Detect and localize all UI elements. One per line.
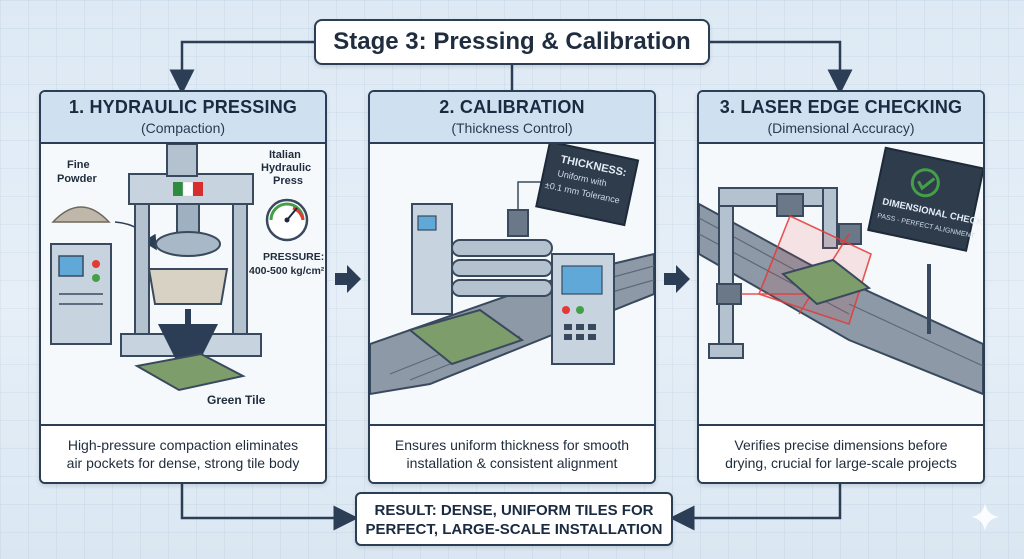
panel-subtitle: (Compaction) xyxy=(140,120,226,136)
press-label: Italian xyxy=(269,149,301,161)
hydraulic-press-illustration: Fine Powder xyxy=(41,144,325,426)
panel-subtitle: (Thickness Control) xyxy=(451,120,573,136)
panel-title: 1. HYDRAULIC PRESSING xyxy=(68,97,298,117)
panel-header: 2. CALIBRATION (Thickness Control) xyxy=(370,92,654,144)
panel-calibration: 2. CALIBRATION (Thickness Control) xyxy=(368,90,656,484)
caption-line: installation & consistent alignment xyxy=(406,455,618,471)
green-tile xyxy=(407,308,525,366)
connector-title-to-panel3 xyxy=(710,40,853,95)
laser-gantry xyxy=(708,187,838,359)
powder-label: Powder xyxy=(57,173,97,185)
press-label: Press xyxy=(273,175,303,187)
panel-caption: Verifies precise dimensions before dryin… xyxy=(699,424,983,482)
laser-checking-illustration: DIMENSIONAL CHECK: PASS - PERFECT ALIGNM… xyxy=(699,144,983,426)
green-tile xyxy=(780,258,872,306)
panel-header: 3. LASER EDGE CHECKING (Dimensional Accu… xyxy=(699,92,983,144)
panel-caption: High-pressure compaction eliminates air … xyxy=(41,424,325,482)
arrow-right-icon xyxy=(335,265,361,293)
caption-line: Verifies precise dimensions before xyxy=(734,437,948,453)
connector-title-to-panel1 xyxy=(169,40,314,95)
arrow-right-icon xyxy=(664,265,690,293)
thickness-monitor: THICKNESS: Uniform with ±0.1 mm Toleranc… xyxy=(535,144,640,227)
caption-line: drying, crucial for large-scale projects xyxy=(725,455,957,471)
conveyor-belt xyxy=(699,202,983,396)
calibration-rollers xyxy=(451,239,553,297)
sparkle-icon xyxy=(971,503,999,531)
caption-line: Ensures uniform thickness for smooth xyxy=(394,437,630,453)
powder-pile xyxy=(51,206,111,223)
panel-subtitle: (Dimensional Accuracy) xyxy=(767,120,915,136)
press-label: Hydraulic xyxy=(261,162,311,174)
connector-panel3-to-result xyxy=(669,484,842,531)
tile-label: Green Tile xyxy=(207,393,266,407)
italian-flag-icon xyxy=(173,181,203,197)
green-tile xyxy=(134,352,246,392)
result-line: RESULT: DENSE, UNIFORM TILES FOR xyxy=(374,502,654,519)
press-frame xyxy=(120,144,262,357)
result-box: RESULT: DENSE, UNIFORM TILES FOR PERFECT… xyxy=(355,492,673,546)
control-cabinet xyxy=(50,243,112,345)
caption-line: High-pressure compaction eliminates xyxy=(67,437,299,453)
pressure-label: PRESSURE: xyxy=(263,251,324,263)
connector-panel1-to-result xyxy=(180,484,359,531)
powder-label: Fine xyxy=(67,159,90,171)
dimension-monitor: DIMENSIONAL CHECK: PASS - PERFECT ALIGNM… xyxy=(867,146,983,334)
stage-title: Stage 3: Pressing & Calibration xyxy=(314,19,710,65)
panel-header: 1. HYDRAULIC PRESSING (Compaction) xyxy=(41,92,325,144)
pressure-label: 400-500 kg/cm² xyxy=(249,265,325,277)
panel-hydraulic-pressing: 1. HYDRAULIC PRESSING (Compaction) Fine … xyxy=(39,90,327,484)
panel-title: 3. LASER EDGE CHECKING xyxy=(719,97,963,117)
panel-caption: Ensures uniform thickness for smooth ins… xyxy=(370,424,654,482)
result-line: PERFECT, LARGE-SCALE INSTALLATION xyxy=(365,521,663,538)
calibration-machine-illustration: THICKNESS: Uniform with ±0.1 mm Toleranc… xyxy=(370,144,654,426)
panel-title: 2. CALIBRATION xyxy=(439,97,585,117)
pressure-gauge-icon xyxy=(265,198,309,242)
caption-line: air pockets for dense, strong tile body xyxy=(66,455,300,471)
panel-laser-edge-checking: 3. LASER EDGE CHECKING (Dimensional Accu… xyxy=(697,90,985,484)
checkmark-icon xyxy=(910,168,940,198)
